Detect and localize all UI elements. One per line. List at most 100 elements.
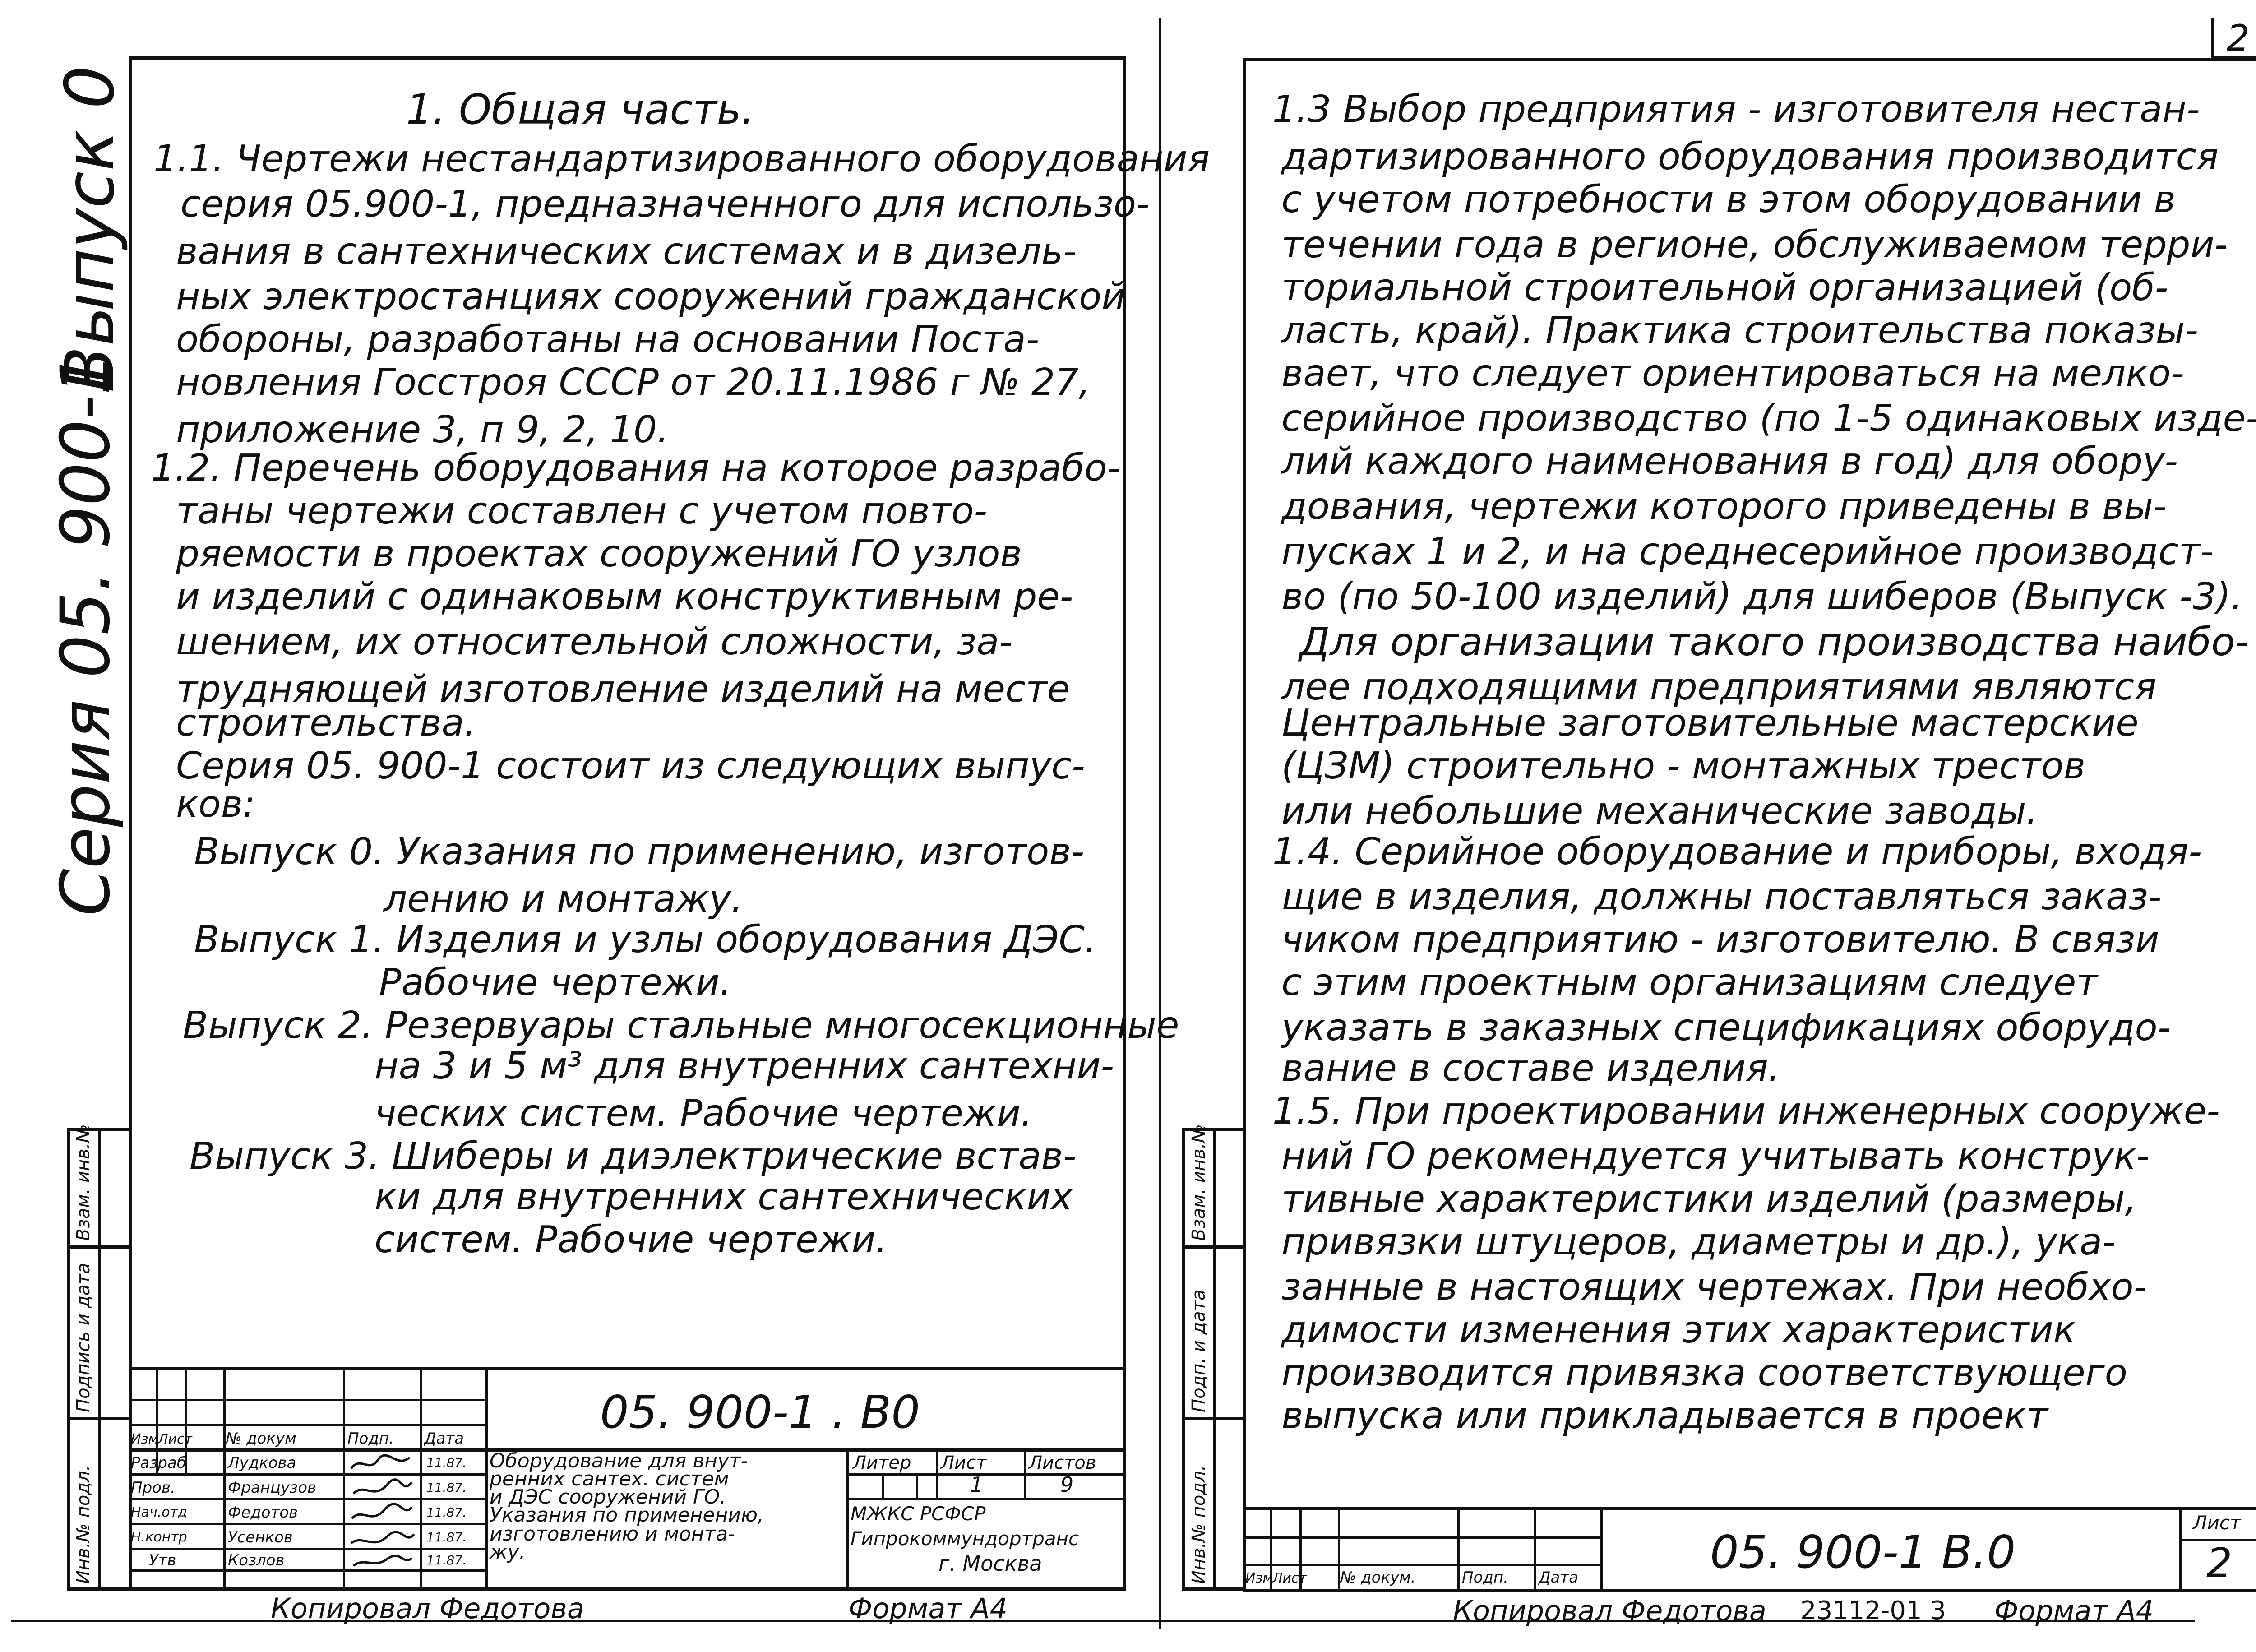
date-5: 11.87. (426, 1553, 467, 1568)
stamp-header-signature: Подп. (347, 1430, 394, 1448)
text-line: на 3 и 5 м³ для внутренних сантехни- (374, 1045, 1114, 1087)
text-line: вание в составе изделия. (1281, 1047, 1780, 1090)
name-approved: Козлов (228, 1551, 285, 1569)
text-line: систем. Рабочие чертежи. (374, 1218, 888, 1261)
text-line: Выпуск 1. Изделия и узлы оборудования ДЭ… (194, 918, 1096, 961)
role-developer: Разраб (131, 1454, 186, 1472)
text-line: ческих систем. Рабочие чертежи. (374, 1092, 1033, 1135)
text-line: вания в сантехнических системах и в дизе… (176, 230, 1077, 273)
text-line: пусках 1 и 2, и на среднесерийное произв… (1281, 530, 2214, 573)
text-line: с учетом потребности в этом оборудовании… (1281, 178, 2176, 221)
corner-sheet-number: 2 (2227, 17, 2250, 59)
text-line: ласть, край). Практика строительства пок… (1281, 309, 2198, 352)
text-line: Выпуск 0. Указания по применению, изгото… (194, 830, 1085, 873)
text-line: Выпуск 3. Шиберы и диэлектрические встав… (190, 1135, 1077, 1178)
text-line: производится привязка соответствующего (1281, 1351, 2127, 1394)
stamp-lit-header: Литер (853, 1453, 911, 1473)
text-line: 1.4. Серийное оборудование и приборы, вх… (1272, 830, 2202, 873)
text-line: с этим проектным организациям следует (1281, 961, 2098, 1004)
stamp-title-line: ренних сантех. систем (490, 1467, 729, 1490)
series-side-label: Серия 05. 900-1 (46, 352, 125, 916)
text-line: серия 05.900-1, предназначенного для исп… (180, 183, 1150, 226)
text-line: 1.5. При проектировании инженерных соору… (1272, 1090, 2220, 1133)
text-line: строительства. (176, 702, 476, 745)
stamp-header-date: Дата (1539, 1569, 1579, 1587)
text-line: вает, что следует ориентироваться на мел… (1281, 352, 2184, 395)
text-line: 1.2. Перечень оборудования на которое ра… (151, 447, 1121, 490)
text-line: чиком предприятию - изготовителю. В связ… (1281, 918, 2159, 961)
stamp-sheet-value: 2 (2206, 1540, 2233, 1587)
role-approved: Утв (149, 1551, 176, 1569)
name-checker: Французов (228, 1479, 317, 1497)
signature-marks (350, 1454, 415, 1567)
stamp-title-line: изготовлению и монта- (490, 1522, 735, 1546)
text-line: ряемости в проектах сооружений ГО узлов (176, 532, 1022, 575)
text-line: 1.1. Чертежи нестандартизированного обор… (153, 138, 1210, 180)
text-line: лее подходящими предприятиями являются (1281, 666, 2157, 708)
right-frame (1243, 58, 2256, 1592)
strip-label-replace: Взам. инв.№ (73, 1124, 94, 1241)
strip-label-sign-date: Подп. и дата (1188, 1289, 1209, 1412)
stamp-title-line: Оборудование для внут- (490, 1449, 748, 1472)
strip-label-replace: Взам. инв.№ (1188, 1124, 1209, 1241)
date-1: 11.87. (426, 1455, 467, 1470)
date-3: 11.87. (426, 1505, 467, 1520)
stamp-title-line: жу. (490, 1541, 526, 1564)
text-line: (ЦЗМ) строительно - монтажных трестов (1281, 745, 2085, 787)
footer-format: Формат А4 (1994, 1594, 2154, 1627)
text-line: ки для внутренних сантехнических (374, 1175, 1073, 1218)
text-line: таны чертежи составлен с учетом повто- (176, 490, 988, 532)
stamp-header-sheet: Лист (158, 1431, 193, 1447)
text-line: Серия 05. 900-1 состоит из следующих вып… (176, 745, 1085, 787)
text-line: Для организации такого производства наиб… (1299, 620, 2249, 665)
strip-label-inventory: Инв.№ подл. (1188, 1465, 1209, 1584)
stamp-header-date: Дата (424, 1430, 464, 1448)
text-line: серийное производство (по 1-5 одинаковых… (1281, 397, 2256, 440)
left-frame (129, 56, 1126, 1591)
text-line: привязки штуцеров, диаметры и др.), ука- (1281, 1221, 2116, 1263)
footer-copied-by: Копировал Федотова (1453, 1594, 1766, 1627)
text-line: или небольшие механические заводы. (1281, 790, 2038, 833)
bottom-rule (11, 1620, 2195, 1622)
text-line: новления Госстроя СССР от 20.11.1986 г №… (176, 361, 1091, 404)
text-line: 1.3 Выбор предприятия - изготовителя нес… (1272, 88, 2200, 131)
text-line: Выпуск 2. Резервуары стальные многосекци… (183, 1004, 1179, 1047)
role-checker: Пров. (131, 1479, 176, 1497)
footer-number: 23112-01 3 (1800, 1596, 1946, 1625)
stamp-sheet-header: Лист (941, 1453, 987, 1473)
text-line: выпуска или прикладывается в проект (1281, 1394, 2048, 1437)
stamp-org-line: МЖКС РСФСР (851, 1503, 986, 1525)
strip-label-inventory: Инв.№ подл. (73, 1465, 94, 1584)
date-2: 11.87. (426, 1480, 467, 1495)
footer-copied-by: Копировал Федотова (271, 1592, 584, 1625)
stamp-sheets-value: 9 (1060, 1472, 1074, 1497)
strip-label-sign-date: Подпись и дата (73, 1263, 94, 1412)
name-developer: Лудкова (228, 1454, 296, 1472)
role-norm-control: Н.контр (131, 1529, 187, 1545)
stamp-header-change: Изм (1245, 1570, 1273, 1586)
text-line: течении года в регионе, обслуживаемом те… (1281, 223, 2228, 266)
date-4: 11.87. (426, 1530, 467, 1545)
text-line: тивные характеристики изделий (размеры, (1281, 1178, 2137, 1221)
stamp-sheets-header: Листов (1029, 1453, 1096, 1473)
stamp-header-signature: Подп. (1462, 1569, 1508, 1587)
text-line: щие в изделия, должны поставляться заказ… (1281, 875, 2162, 918)
text-line: Рабочие чертежи. (379, 961, 732, 1004)
text-line: занные в настоящих чертежах. При необхо- (1281, 1266, 2147, 1309)
footer-format: Формат А4 (848, 1592, 1008, 1625)
stamp-code: 05. 900-1 В.0 (1710, 1526, 2016, 1578)
text-line: указать в заказных спецификациях оборудо… (1281, 1006, 2171, 1049)
issue-side-label: Выпуск 0 (51, 65, 129, 393)
text-line: дования, чертежи которого приведены в вы… (1281, 485, 2167, 528)
stamp-org-line: Гипрокоммундортранс (851, 1527, 1079, 1550)
stamp-header-change: Изм (131, 1431, 159, 1447)
stamp-sheet-label: Лист (2193, 1512, 2241, 1534)
stamp-header-sheet: Лист (1272, 1570, 1307, 1586)
stamp-org-line: г. Москва (938, 1551, 1042, 1576)
stamp-sheet-value: 1 (970, 1472, 984, 1497)
text-line: лению и монтажу. (384, 878, 743, 921)
stamp-title-line: и ДЭС сооружений ГО. (490, 1485, 726, 1509)
text-line: Центральные заготовительные мастерские (1281, 702, 2139, 745)
text-line: обороны, разработаны на основании Поста- (176, 318, 1040, 361)
text-line: приложение 3, п 9, 2, 10. (176, 408, 669, 451)
